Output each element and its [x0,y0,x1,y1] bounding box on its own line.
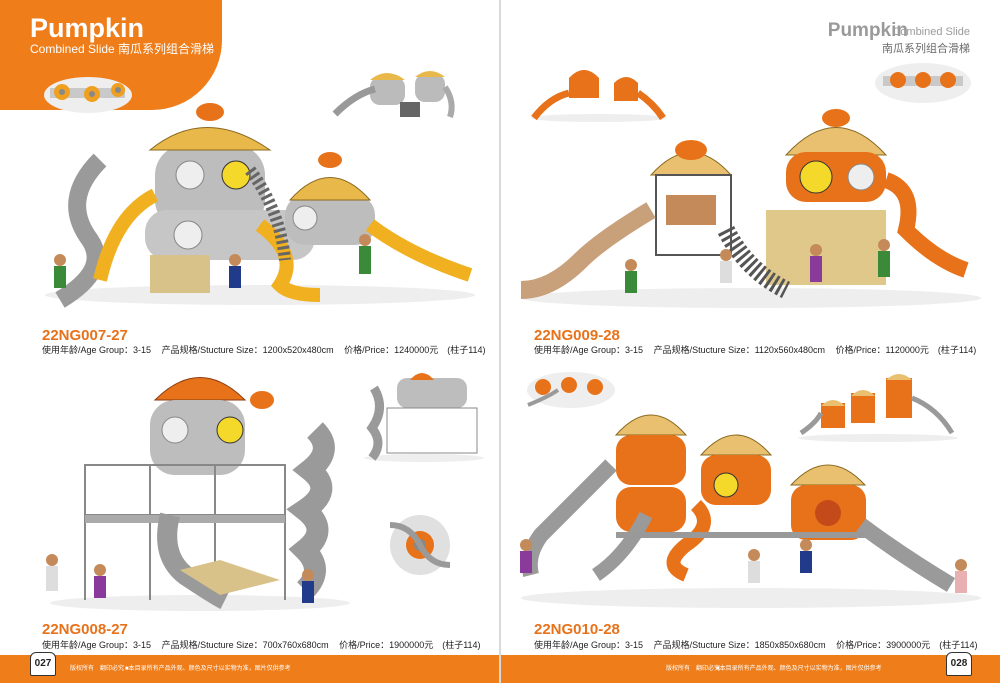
product-code: 22NG009-28 [534,327,620,344]
product-specs: 使用年龄/Age Group：3-15 产品规格/Stucture Size：7… [42,638,489,651]
structure-size: 产品规格/Stucture Size：1200x520x480cm [161,345,334,355]
product-image-22ng008-main [46,377,350,611]
product-image-22ng007-thumbnail [332,71,455,118]
page-number: 028 [946,652,972,676]
product-code: 22NG010-28 [534,621,620,638]
structure-size: 产品规格/Stucture Size：700x760x680cm [161,640,329,650]
product-specs: 使用年龄/Age Group：3-15 产品规格/Stucture Size：1… [42,343,494,356]
right-page: Pumpkin Combined Slide 南瓜系列组合滑梯 [501,0,1000,683]
left-page: Pumpkin Combined Slide 南瓜系列组合滑梯 [0,0,499,683]
page-title: Pumpkin [30,13,145,43]
age-group: 使用年龄/Age Group：3-15 [42,640,152,650]
product-image-22ng007-main [45,103,475,308]
product-image-22ng009-topview [875,63,971,103]
product-code: 22NG008-27 [42,621,128,638]
price: 价格/Price：3900000元 (柱子114) [836,640,978,650]
footer-copyright: 版权所有 翻印必究 [666,666,721,672]
page-number: 027 [30,652,56,676]
footer-bar [0,655,499,683]
page-subtitle-cn: 南瓜系列组合滑梯 [882,43,970,55]
product-image-22ng010-thumbnail [798,374,958,442]
product-image-22ng007-topview [44,77,132,113]
price: 价格/Price：1120000元 (柱子114) [835,345,977,355]
footer-disclaimer: ■本目录所有产品外观、颜色及尺寸以实物为准，图片仅供参考 [716,666,882,672]
footer-bar [501,655,1000,683]
price: 价格/Price：1240000元 (柱子114) [344,345,486,355]
page-title: Pumpkin [827,20,908,41]
price: 价格/Price：1900000元 (柱子114) [339,640,481,650]
page-subtitle: Combined Slide 南瓜系列组合滑梯 [30,42,215,56]
age-group: 使用年龄/Age Group：3-15 [42,345,152,355]
structure-size: 产品规格/Stucture Size：1120x560x480cm [653,345,825,355]
product-specs: 使用年龄/Age Group：3-15 产品规格/Stucture Size：1… [534,638,986,651]
product-image-22ng008-thumbnail [364,373,484,462]
product-code: 22NG007-27 [42,327,128,344]
product-image-22ng010-main [520,414,981,608]
product-specs: 使用年龄/Age Group：3-15 产品规格/Stucture Size：1… [534,343,984,356]
page-gutter [499,0,501,683]
product-image-22ng009-thumbnail [531,70,667,122]
product-image-22ng010-topview [527,372,615,408]
age-group: 使用年龄/Age Group：3-15 [534,640,644,650]
age-group: 使用年龄/Age Group：3-15 [534,345,644,355]
product-image-22ng008-topview [389,515,451,575]
footer-disclaimer: ■本目录所有产品外观、颜色及尺寸以实物为准，图片仅供参考 [125,666,291,672]
page-subtitle: Combined Slide [892,26,970,38]
product-image-22ng009-main [520,109,981,308]
structure-size: 产品规格/Stucture Size：1850x850x680cm [653,640,826,650]
footer-copyright: 版权所有 翻印必究 [70,666,125,672]
